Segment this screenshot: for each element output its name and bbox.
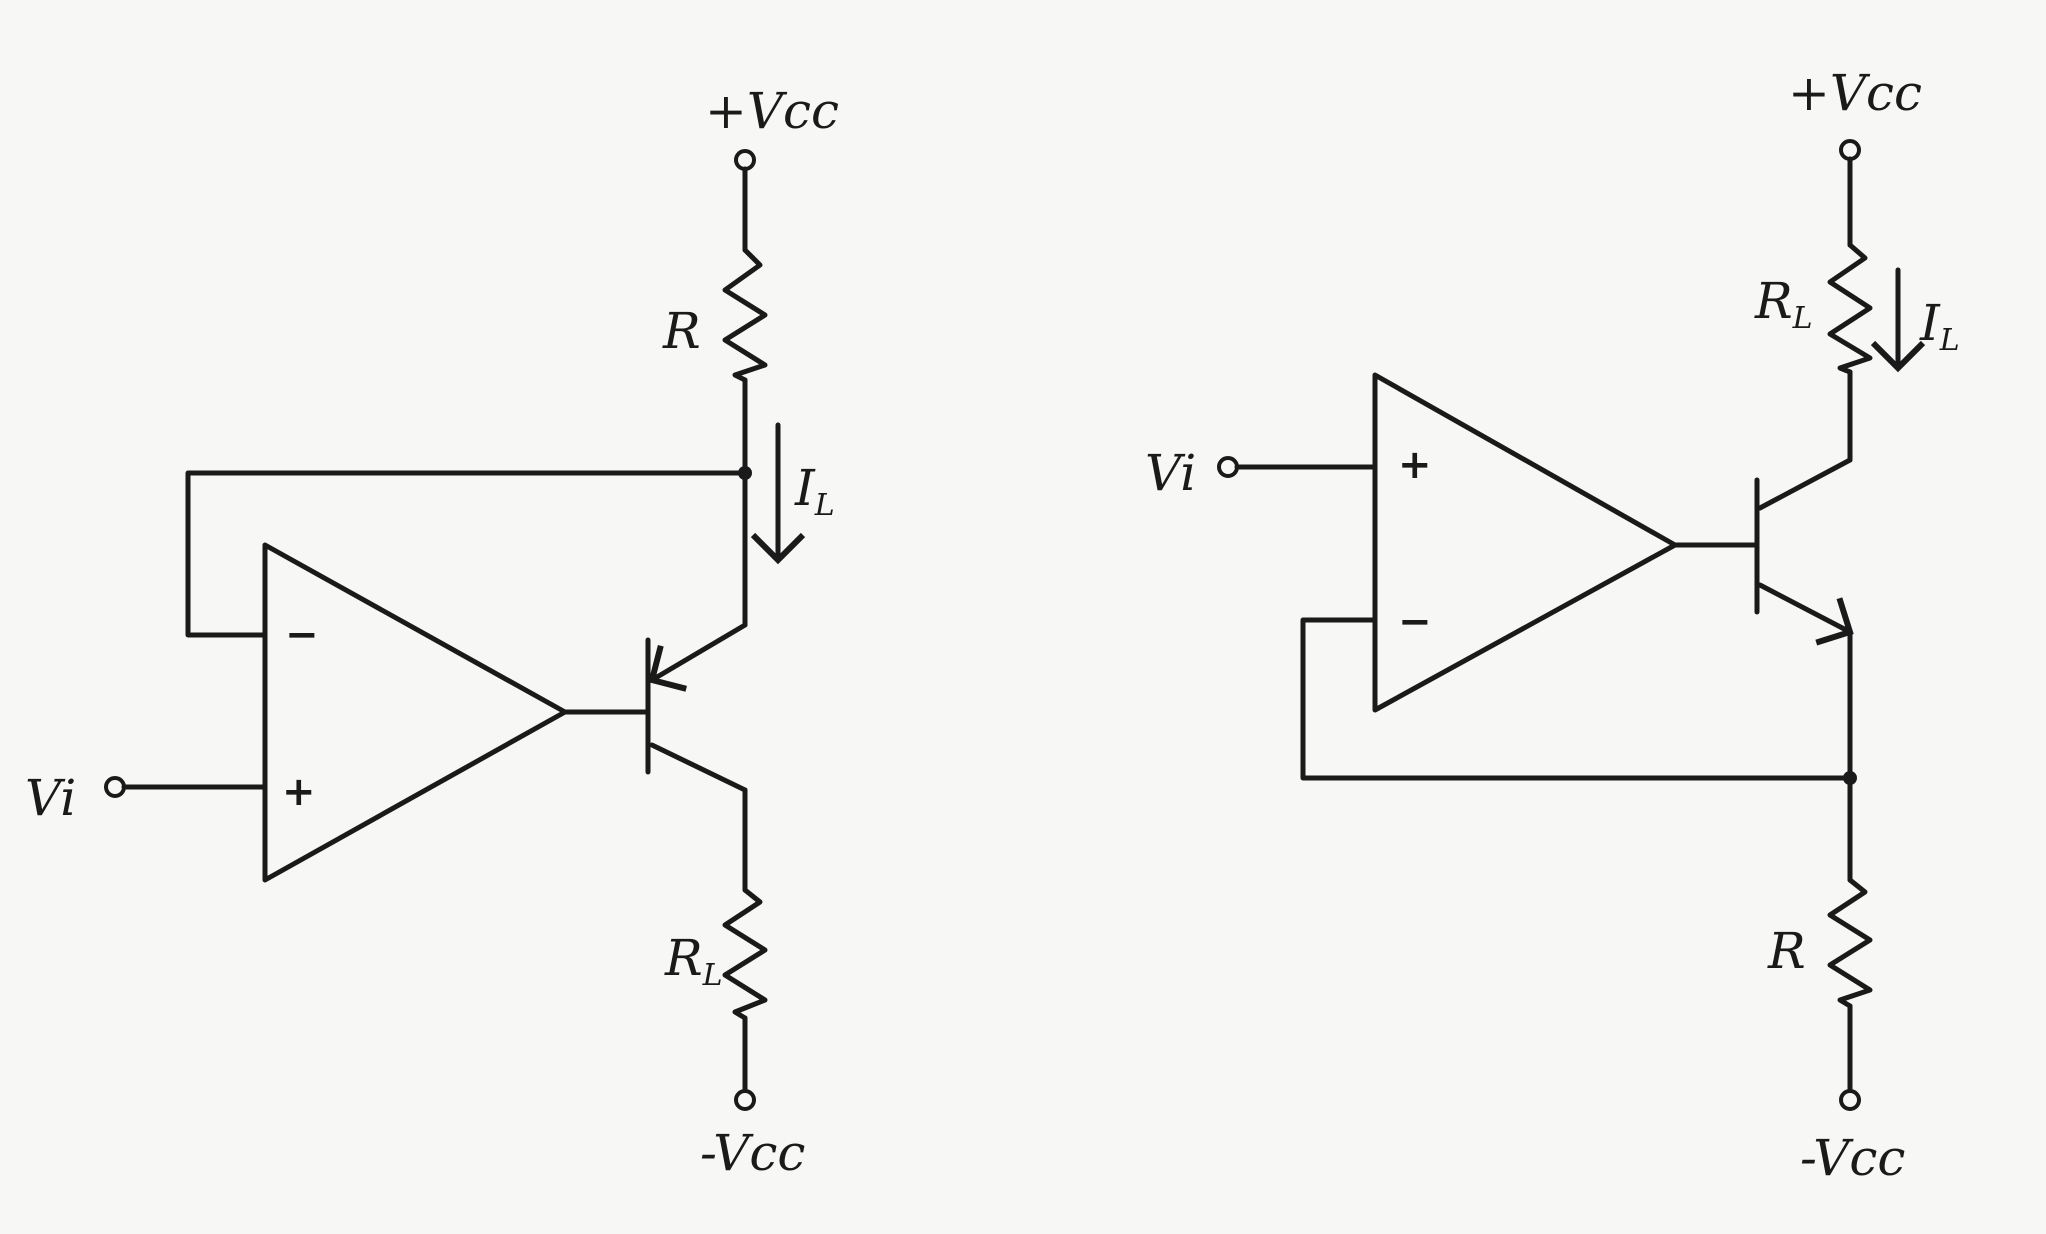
right-top-resistor	[1827, 242, 1873, 375]
left-feedback-wire	[185, 470, 748, 638]
left-bottom-resistor-label: RL	[664, 929, 723, 993]
left-vcc-pos-label: +Vcc	[705, 82, 839, 140]
left-vcc-pos-terminal	[734, 149, 756, 171]
right-vcc-pos-terminal	[1839, 139, 1861, 161]
left-opamp	[262, 542, 568, 883]
right-circuit: +Vcc RL IL + − Vi R	[1145, 64, 1960, 1187]
left-opamp-inverting-sign: −	[285, 612, 319, 658]
right-top-resistor-label: RL	[1754, 272, 1813, 336]
right-vcc-pos-label: +Vcc	[1788, 64, 1922, 122]
right-opamp-inverting-sign: −	[1398, 599, 1432, 645]
right-bottom-resistor-label: R	[1767, 922, 1806, 980]
left-vin-terminal	[104, 776, 126, 798]
left-opamp-noninverting-sign: +	[282, 769, 316, 815]
right-feedback-wire	[1300, 617, 1853, 781]
left-vcc-neg-terminal	[734, 1089, 756, 1111]
right-opamp-noninverting-sign: +	[1398, 442, 1432, 488]
right-npn-transistor	[1754, 457, 1854, 646]
left-circuit: +Vcc R IL − + Vi RL	[25, 82, 839, 1182]
right-bottom-resistor	[1827, 877, 1873, 1009]
left-pnp-transistor	[645, 622, 748, 793]
left-bottom-resistor	[722, 887, 768, 1021]
right-current-label: IL	[1919, 294, 1960, 358]
right-vcc-neg-label: -Vcc	[1800, 1129, 1905, 1187]
left-top-resistor-label: R	[662, 302, 701, 360]
left-vcc-neg-label: -Vcc	[700, 1124, 805, 1182]
left-current-label: IL	[794, 459, 835, 523]
right-vin-label: Vi	[1145, 444, 1196, 502]
left-top-resistor	[722, 247, 768, 383]
right-vcc-neg-terminal	[1839, 1089, 1861, 1111]
right-vin-terminal	[1217, 456, 1239, 478]
right-opamp	[1372, 372, 1678, 713]
left-vin-label: Vi	[25, 769, 76, 827]
